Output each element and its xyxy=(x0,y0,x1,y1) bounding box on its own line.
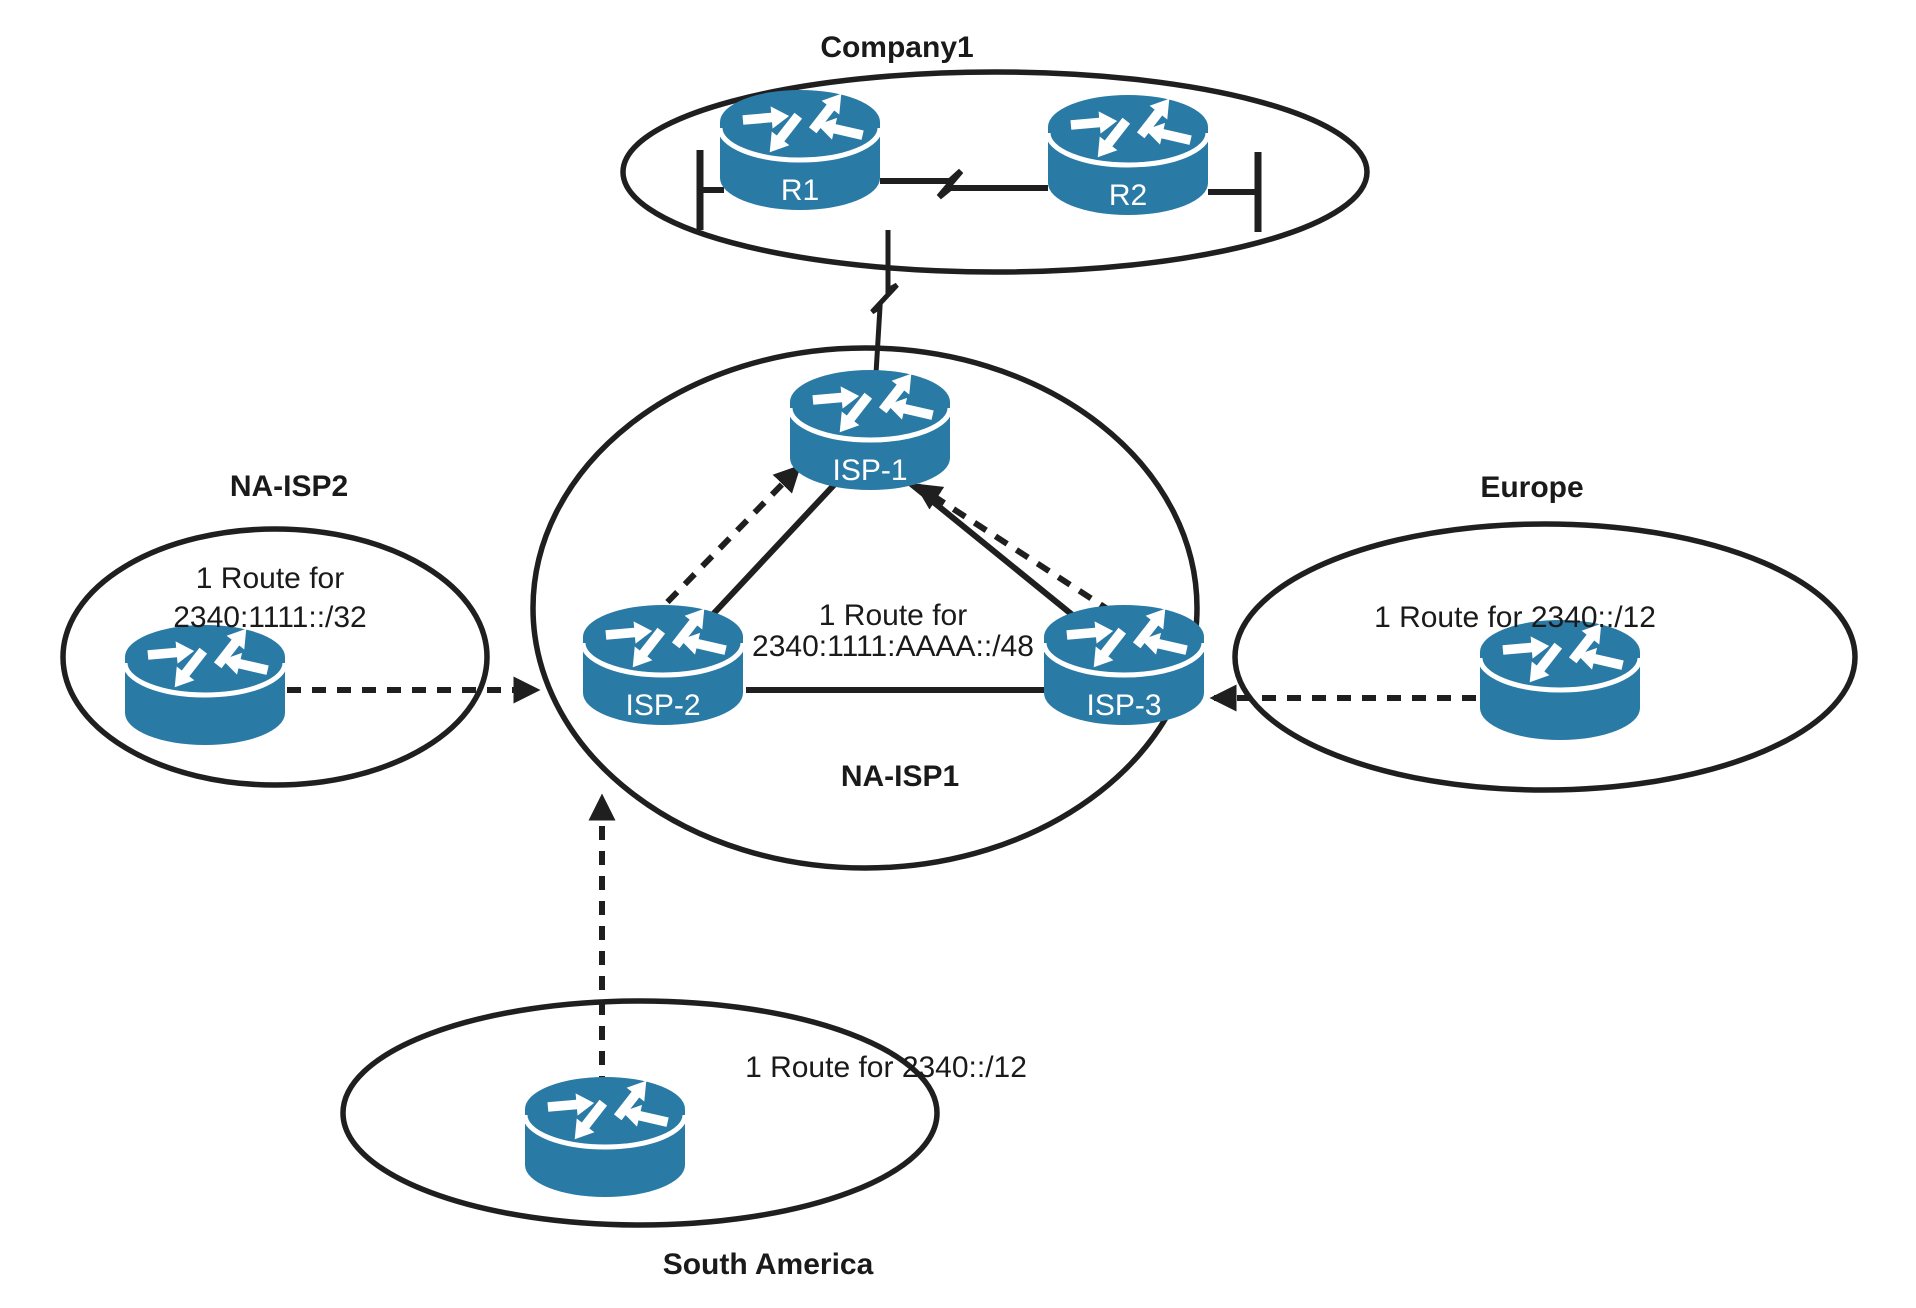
region-outlines xyxy=(60,69,1858,1228)
router-label-r2: R2 xyxy=(1109,179,1147,212)
link-isp2-isp1 xyxy=(699,467,851,629)
router-icon xyxy=(1480,617,1640,740)
router-label-r1: R1 xyxy=(781,174,819,207)
na-isp1-boundary-ellipse xyxy=(530,345,1200,871)
region-label-na-isp1: NA-ISP1 xyxy=(841,760,959,793)
route-arrow-isp3-to-isp1 xyxy=(914,483,1114,615)
south-america-boundary-ellipse xyxy=(340,998,940,1228)
physical-links xyxy=(696,150,1262,693)
route-advertisement-arrows xyxy=(287,464,1476,1090)
router-south-america xyxy=(525,1074,685,1197)
router-r1: R1 xyxy=(720,87,880,210)
labels: Company1 NA-ISP2 Europe NA-ISP1 South Am… xyxy=(173,31,1656,1281)
wan-link-r1-isp1-icon xyxy=(870,230,899,391)
company1-boundary-ellipse xyxy=(620,69,1370,275)
route-annotation-na-isp2-line1: 1 Route for xyxy=(196,562,344,595)
router-label-isp1: ISP-1 xyxy=(832,454,907,487)
route-annotation-europe: 1 Route for 2340::/12 xyxy=(1374,601,1656,634)
route-annotation-na-isp2-line2: 2340:1111::/32 xyxy=(173,601,367,634)
europe-boundary-ellipse xyxy=(1232,521,1858,793)
route-annotation-na-isp1-line2: 2340:1111:AAAA::/48 xyxy=(752,630,1034,663)
region-label-company1: Company1 xyxy=(820,31,973,64)
router-europe xyxy=(1480,617,1640,740)
route-arrow-isp2-to-isp1 xyxy=(647,464,802,623)
serial-link-r1-r2-icon xyxy=(880,168,1048,200)
router-isp1: ISP-1 xyxy=(790,367,950,490)
router-r2: R2 xyxy=(1048,92,1208,215)
route-annotation-na-isp1-line1: 1 Route for xyxy=(819,599,967,632)
router-isp3: ISP-3 xyxy=(1044,602,1204,725)
region-label-europe: Europe xyxy=(1480,471,1583,504)
router-label-isp3: ISP-3 xyxy=(1086,689,1161,722)
region-label-south-america: South America xyxy=(663,1248,874,1281)
region-label-na-isp2: NA-ISP2 xyxy=(230,470,348,503)
na-isp2-boundary-ellipse xyxy=(60,526,490,788)
route-annotation-south-america: 1 Route for 2340::/12 xyxy=(745,1051,1027,1084)
router-label-isp2: ISP-2 xyxy=(625,689,700,722)
router-icon xyxy=(125,622,285,745)
router-isp2: ISP-2 xyxy=(583,602,743,725)
router-na-isp2 xyxy=(125,622,285,745)
routers: R1 R2 ISP-1 ISP-2 ISP-3 xyxy=(125,87,1640,1197)
router-icon xyxy=(525,1074,685,1197)
